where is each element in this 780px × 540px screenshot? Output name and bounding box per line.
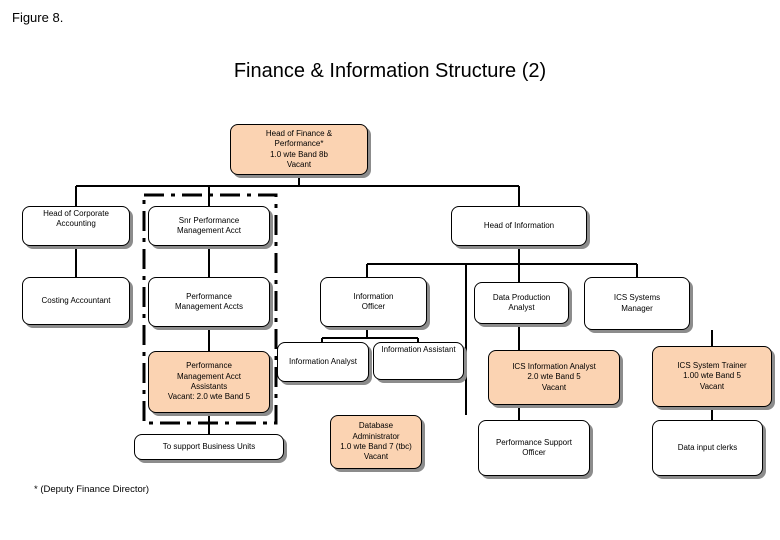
figure-label: Figure 8. [12,10,64,25]
box-information-assistant: Information Assistant [373,342,464,380]
box-head-of-information: Head of Information [451,206,587,246]
box-ics-system-trainer: ICS System Trainer 1.00 wte Band 5 Vacan… [652,346,772,407]
box-head-of-corporate-accounting: Head of Corporate Accounting [22,206,130,246]
box-performance-support-officer: Performance Support Officer [478,420,590,476]
page-title: Finance & Information Structure (2) [233,60,547,82]
box-data-production-analyst: Data Production Analyst [474,282,569,324]
footnote: * (Deputy Finance Director) [34,484,150,495]
box-head-of-finance: Head of Finance & Performance* 1.0 wte B… [230,124,368,175]
box-performance-management-assistants: Performance Management Acct Assistants V… [148,351,270,413]
box-performance-management-accts: Performance Management Accts [148,277,270,327]
box-information-officer: Information Officer [320,277,427,327]
box-database-administrator: Database Administrator 1.0 wte Band 7 (t… [330,415,422,469]
box-snr-performance-management-acct: Snr Performance Management Acct [148,206,270,246]
box-support-business-units: To support Business Units [134,434,284,460]
box-ics-systems-manager: ICS Systems Manager [584,277,690,330]
box-costing-accountant: Costing Accountant [22,277,130,325]
box-information-analyst: Information Analyst [277,342,369,382]
box-data-input-clerks: Data input clerks [652,420,763,476]
box-ics-information-analyst: ICS Information Analyst 2.0 wte Band 5 V… [488,350,620,405]
